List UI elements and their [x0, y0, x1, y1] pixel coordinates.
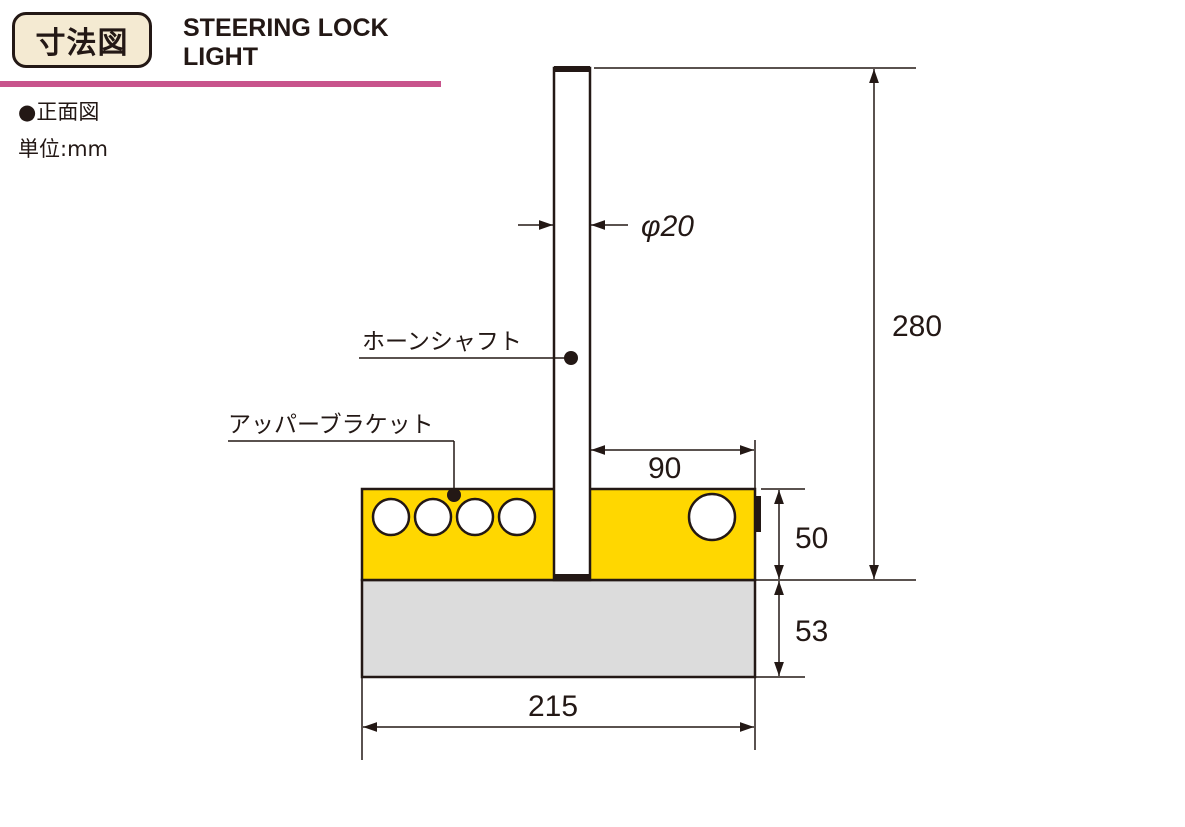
- light-circle: [371, 497, 411, 537]
- light-circle: [455, 497, 495, 537]
- light-circle-large: [687, 492, 737, 542]
- shaft-bottom-cap: [554, 574, 590, 580]
- product-name-line2: LIGHT: [183, 43, 258, 71]
- shaft-top-cap: [554, 66, 590, 72]
- callout-upper-bracket: アッパーブラケット: [228, 412, 434, 438]
- base-block: [360, 578, 757, 679]
- drawing-type-label: 寸法図: [35, 26, 129, 61]
- view-label: ●正面図: [18, 100, 100, 124]
- light-circle: [413, 497, 453, 537]
- dimension-bracket-height: 50: [795, 522, 828, 555]
- light-circle: [497, 497, 537, 537]
- product-name: STEERING LOCK LIGHT: [183, 14, 389, 72]
- unit-label: 単位:mm: [18, 137, 108, 161]
- dimension-total-height: 280: [892, 310, 942, 343]
- dimension-offset: 90: [648, 452, 681, 485]
- bracket-side-tab: [755, 496, 761, 532]
- callout-horn-shaft-dot: [564, 351, 578, 365]
- callout-horn-shaft: ホーンシャフト: [362, 329, 522, 355]
- dimension-width: 215: [528, 690, 578, 723]
- horn-shaft: [552, 66, 592, 582]
- dimension-shaft-diameter: φ20: [641, 210, 694, 243]
- dimension-base-height: 53: [795, 615, 828, 648]
- callout-upper-bracket-dot: [447, 488, 461, 502]
- header-divider: [0, 81, 441, 87]
- product-name-line1: STEERING LOCK: [183, 14, 389, 42]
- drawing-type-badge: 寸法図: [12, 12, 152, 68]
